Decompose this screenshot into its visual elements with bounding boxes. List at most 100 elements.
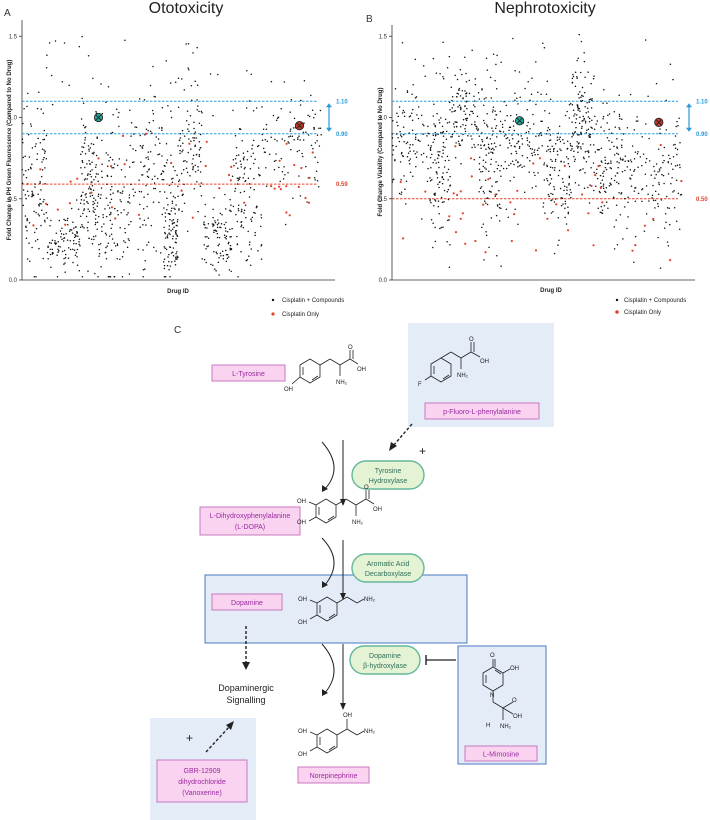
atom-oh: OH [298, 752, 307, 758]
data-point-compound [193, 121, 195, 124]
data-point-compound [240, 163, 242, 165]
data-point-cisplatin [587, 212, 590, 215]
data-point-compound [662, 174, 665, 177]
data-point-compound [84, 139, 86, 141]
data-point-compound [221, 250, 224, 253]
data-point-compound [142, 207, 145, 210]
data-point-compound [426, 180, 429, 183]
data-point-compound [602, 102, 604, 104]
data-point-compound [595, 185, 597, 187]
data-point-compound [513, 129, 516, 132]
data-point-compound [563, 142, 565, 144]
data-point-compound [205, 261, 207, 264]
data-point-compound [181, 194, 184, 197]
data-point-compound [270, 136, 272, 139]
data-point-compound [577, 93, 580, 95]
data-point-compound [32, 194, 35, 196]
data-point-compound [172, 254, 175, 257]
data-point-compound [234, 187, 237, 190]
data-point-compound [590, 126, 592, 129]
data-point-compound [82, 191, 84, 193]
data-point-compound [654, 190, 657, 193]
data-point-compound [616, 160, 618, 163]
data-point-compound [241, 208, 243, 211]
data-point-compound [517, 223, 519, 225]
data-point-compound [406, 91, 409, 93]
data-point-compound [444, 159, 447, 162]
y-tick-label: 1.0 [9, 116, 18, 122]
data-point-compound [252, 139, 255, 142]
data-point-compound [583, 157, 585, 160]
data-point-compound [477, 128, 480, 130]
data-point-compound [521, 154, 524, 157]
data-point-compound [441, 155, 443, 158]
data-point-compound [64, 262, 66, 264]
data-point-compound [464, 124, 467, 127]
data-point-compound [556, 139, 559, 141]
data-point-compound [64, 253, 67, 256]
data-point-compound [243, 173, 246, 175]
data-point-compound [559, 187, 562, 190]
data-point-compound [451, 136, 453, 138]
data-point-compound [65, 232, 67, 235]
data-point-compound [250, 248, 252, 250]
data-point-compound [195, 137, 197, 139]
data-point-compound [249, 241, 251, 243]
data-point-compound [574, 158, 576, 160]
data-point-compound [214, 220, 216, 222]
data-point-compound [582, 156, 585, 159]
data-point-compound [472, 112, 474, 115]
data-point-compound [166, 264, 169, 267]
data-point-compound [154, 187, 157, 190]
data-point-compound [117, 213, 119, 216]
data-point-compound [207, 237, 210, 240]
data-point-compound [91, 242, 94, 245]
data-point-compound [138, 98, 141, 100]
data-point-cisplatin [121, 134, 125, 137]
data-point-compound [577, 151, 579, 154]
data-point-cisplatin [601, 201, 604, 204]
data-point-cisplatin [680, 179, 683, 183]
data-point-compound [280, 157, 283, 160]
data-point-compound [83, 208, 86, 210]
data-point-compound [499, 130, 502, 133]
data-point-compound [556, 153, 559, 156]
data-point-compound [119, 192, 122, 194]
data-point-compound [311, 109, 314, 112]
data-point-compound [558, 125, 561, 127]
data-point-compound [112, 113, 114, 116]
data-point-compound [153, 246, 155, 249]
data-point-compound [601, 212, 604, 214]
data-point-compound [510, 152, 513, 155]
data-point-compound [299, 195, 302, 197]
data-point-cisplatin [399, 180, 402, 184]
data-point-compound [124, 39, 126, 42]
data-point-compound [37, 137, 39, 140]
data-point-compound [94, 176, 97, 178]
data-point-compound [200, 110, 203, 113]
data-point-compound [500, 61, 502, 64]
data-point-compound [147, 217, 149, 219]
data-point-compound [240, 210, 243, 212]
data-point-compound [194, 171, 197, 173]
data-point-compound [392, 119, 394, 122]
data-point-compound [108, 207, 111, 209]
data-point-cisplatin [469, 157, 473, 160]
data-point-compound [511, 160, 514, 163]
data-point-compound [196, 180, 198, 183]
data-point-compound [22, 156, 25, 159]
data-point-compound [456, 78, 459, 81]
data-point-compound [581, 99, 584, 102]
data-point-compound [169, 233, 171, 236]
data-point-compound [230, 210, 232, 213]
data-point-compound [164, 220, 167, 222]
data-point-compound [433, 123, 435, 125]
data-point-compound [559, 136, 561, 138]
data-point-compound [575, 114, 578, 116]
data-point-compound [579, 116, 581, 118]
data-point-compound [541, 120, 543, 122]
legend-a-black-dot [271, 298, 275, 302]
data-point-compound [626, 166, 629, 168]
data-point-compound [584, 105, 586, 108]
data-point-compound [109, 219, 112, 222]
